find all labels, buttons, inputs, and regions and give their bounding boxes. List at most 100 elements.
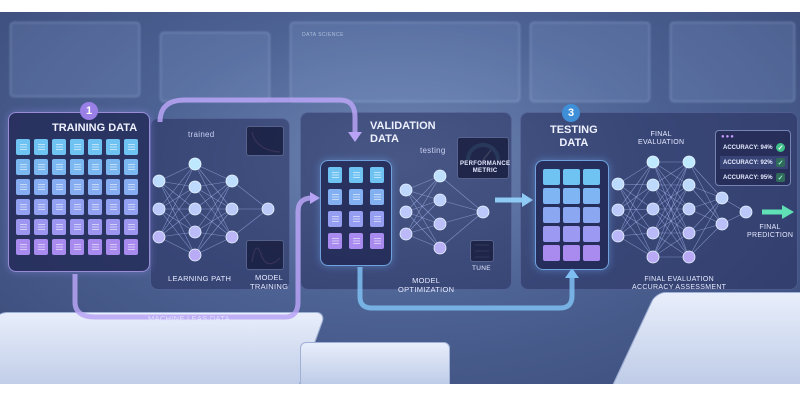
network-edge [405, 175, 441, 213]
network-edge [194, 236, 233, 256]
console-screen [300, 342, 450, 384]
network-edge [405, 189, 441, 249]
network-edge [158, 208, 196, 233]
data-file-icon [370, 211, 384, 227]
data-file-icon [328, 167, 342, 183]
data-file-icon [349, 211, 363, 227]
network-edge [617, 183, 654, 258]
network-edge [617, 161, 654, 185]
data-file-icon [16, 179, 30, 195]
data-file-icon [88, 179, 102, 195]
neuron-node [399, 227, 413, 241]
neuron-node [433, 217, 447, 231]
data-file-icon [88, 199, 102, 215]
data-file-icon [52, 159, 66, 175]
assessment-line1: FINAL EVALUATION [644, 276, 714, 283]
accuracy-row: ACCURACY: 92%✓ [720, 156, 788, 169]
bg-chart-panel [10, 22, 140, 97]
network-edge [617, 209, 654, 258]
arrowhead [310, 192, 320, 204]
network-edge [405, 175, 441, 235]
data-file-icon [52, 199, 66, 215]
network-edge [617, 161, 654, 237]
arrowhead [782, 205, 794, 219]
network-edge [194, 186, 233, 210]
ml-pipeline-scene: DATA SCIENCE 1 TRAINING DATA trained LEA… [0, 12, 800, 384]
step-badge-3: 3 [562, 104, 580, 122]
validation-title-line1: VALIDATION [370, 120, 436, 132]
data-file-icon [370, 233, 384, 249]
data-file-icon [34, 159, 48, 175]
neuron-node [188, 157, 202, 171]
network-edge [617, 161, 654, 211]
network-edge [439, 211, 484, 225]
network-edge [617, 235, 654, 258]
neuron-node [646, 202, 660, 216]
data-file-icon [88, 159, 102, 175]
data-file-icon [124, 219, 138, 235]
data-file-icon [88, 219, 102, 235]
data-file-icon [52, 179, 66, 195]
loop-arrow [72, 195, 313, 320]
neuron-node [739, 205, 753, 219]
network-edge [194, 186, 233, 238]
network-edge [194, 163, 233, 210]
flow-diagram [72, 97, 794, 320]
data-cell [583, 245, 600, 261]
network-edge [194, 180, 233, 210]
data-cell [543, 207, 560, 223]
network-edge [688, 184, 723, 225]
network-edge [158, 208, 196, 256]
testing-title-line1: TESTING [550, 124, 598, 136]
data-file-icon [106, 139, 120, 155]
validation-data-grid [328, 167, 385, 249]
network-edge [652, 232, 690, 258]
data-file-icon [16, 239, 30, 255]
data-cell [583, 188, 600, 204]
network-edge [194, 180, 233, 256]
data-cell [543, 188, 560, 204]
network-edge [158, 236, 196, 256]
neuron-node [433, 241, 447, 255]
data-cell [583, 226, 600, 242]
network-edge [617, 208, 654, 237]
network-edge [158, 163, 196, 182]
network-edge [158, 180, 196, 210]
final-eval-line2: EVALUATION [638, 139, 685, 147]
testing-label: testing [420, 146, 446, 155]
loss-curve-chart [246, 126, 284, 156]
neuron-node [682, 226, 696, 240]
data-file-icon [16, 219, 30, 235]
neuron-node [188, 248, 202, 262]
accuracy-row: ACCURACY: 94%✓ [720, 141, 788, 154]
window-dots-icon: ●●● [721, 134, 735, 140]
bg-chart-panel [160, 32, 270, 102]
data-file-icon [16, 139, 30, 155]
neuron-node [611, 177, 625, 191]
data-file-icon [34, 239, 48, 255]
neuron-node [433, 169, 447, 183]
neuron-node [152, 174, 166, 188]
network-edge [688, 197, 723, 258]
training-data-grid [16, 139, 138, 255]
tune-label: TUNE [472, 265, 491, 272]
data-file-icon [16, 199, 30, 215]
data-file-icon [34, 179, 48, 195]
optimization-line1: MODEL [412, 276, 441, 285]
network-edge [194, 208, 233, 256]
neuron-node [225, 202, 239, 216]
data-file-icon [34, 219, 48, 235]
network-edge [652, 161, 690, 186]
data-file-icon [106, 239, 120, 255]
tune-sliders-icon[interactable] [470, 240, 494, 262]
network-edge [405, 199, 441, 235]
network-edge [194, 180, 233, 233]
model-training-line2: TRAINING [250, 282, 289, 291]
data-file-icon [34, 199, 48, 215]
